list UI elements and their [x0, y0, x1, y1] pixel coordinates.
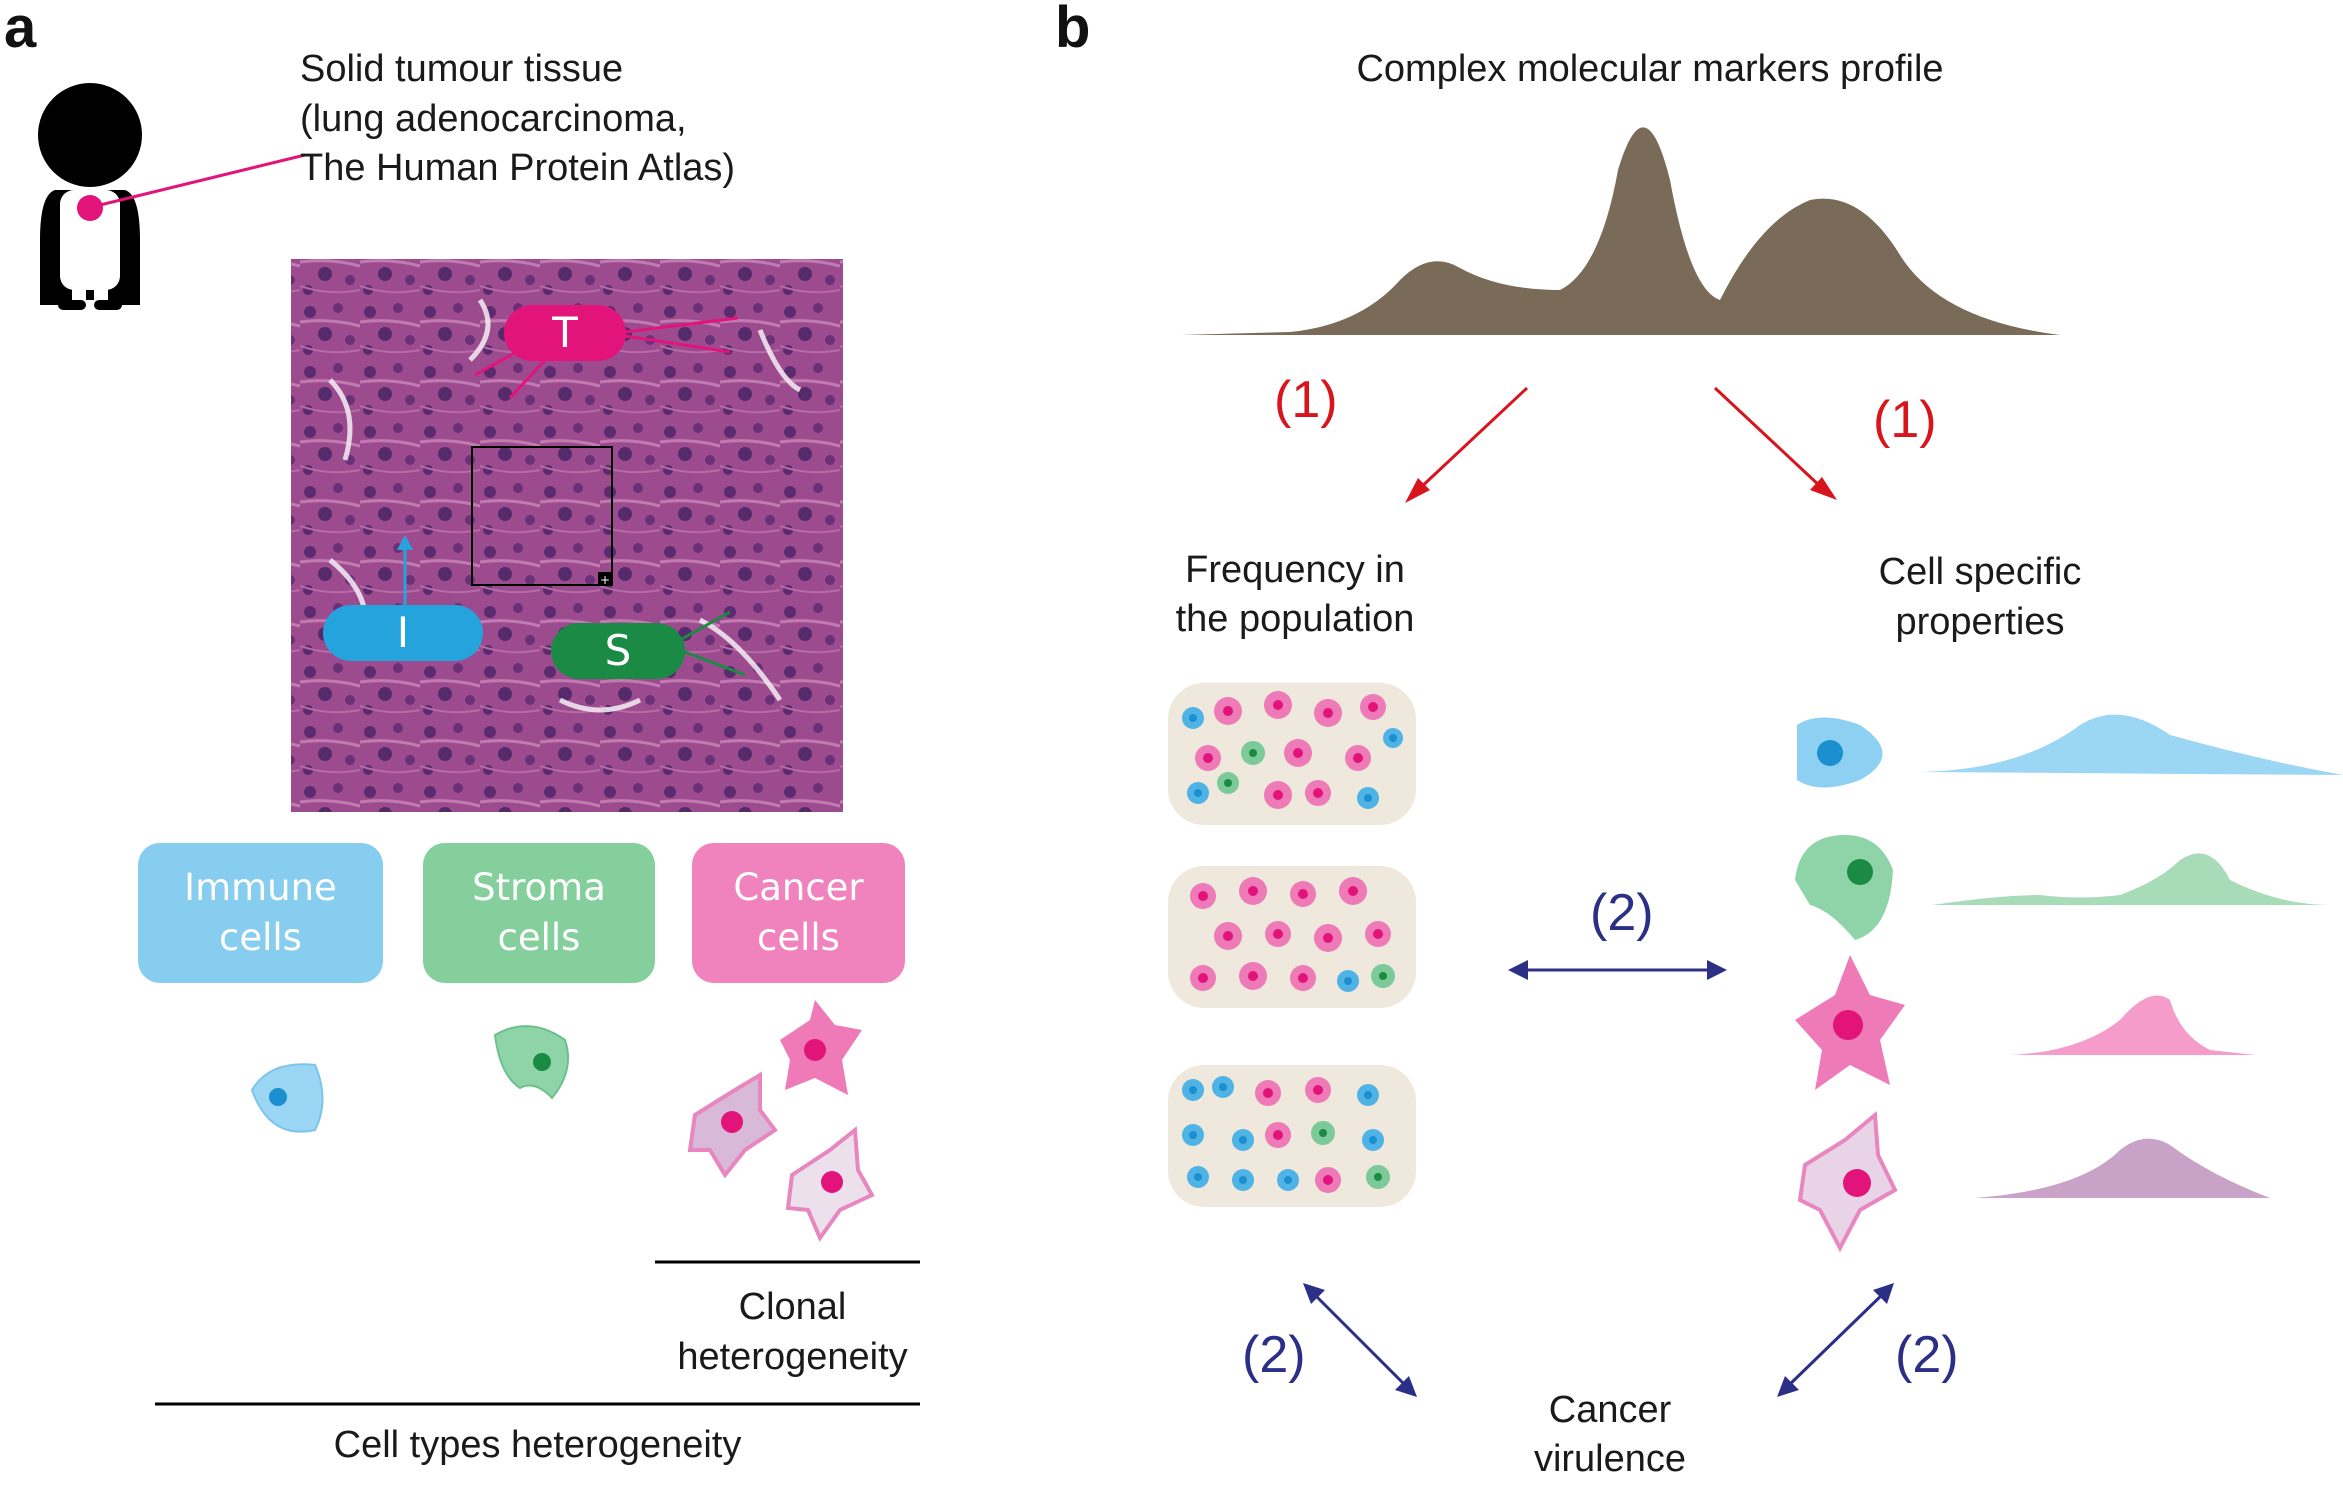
- cancer-profile-row: [1795, 955, 2255, 1090]
- frequency-label-line1: Frequency in: [1185, 549, 1405, 591]
- red-arrow-left: [1416, 386, 1529, 492]
- population-cells-2: [1190, 877, 1395, 992]
- immune-cells-box: Immune cells: [138, 843, 383, 983]
- stroma-profile-row: [1795, 835, 2330, 940]
- profile-title: Complex molecular markers profile: [1356, 48, 1944, 90]
- tissue-title-line3: The Human Protein Atlas): [300, 147, 736, 189]
- population-cells-1: [1182, 691, 1403, 809]
- profile-curve: [1180, 127, 2060, 335]
- clonal-label-line1: Clonal: [738, 1286, 847, 1328]
- cancer-cells-line2: cells: [757, 916, 840, 959]
- clonal-profile-row: [1797, 1110, 2270, 1253]
- population-box-2: [1168, 866, 1416, 1008]
- step2-right-label: (2): [1895, 1326, 1959, 1384]
- navy-arrow-right: [1784, 1290, 1887, 1390]
- tissue-title-line2: (lung adenocarcinoma,: [300, 98, 687, 140]
- step1-left-label: (1): [1274, 371, 1338, 429]
- virulence-label-line2: virulence: [1533, 1438, 1687, 1480]
- stroma-arrow-1: [679, 610, 731, 642]
- cancer-cell-icon: [780, 1000, 862, 1095]
- stroma-cells-line2: cells: [497, 916, 581, 959]
- red-arrow-right: [1713, 386, 1824, 490]
- cancer-cells-line1: Cancer: [733, 866, 864, 909]
- clonal-cell-icon: [687, 1071, 875, 1243]
- clonal-label-line2: heterogeneity: [677, 1336, 908, 1378]
- tissue-zoom-box: [471, 446, 613, 586]
- stroma-cells-line1: Stroma: [472, 866, 606, 909]
- virulence-label-line1: Cancer: [1548, 1389, 1672, 1431]
- tumour-pointer-line: [99, 153, 306, 207]
- step2-left-label: (2): [1242, 1326, 1306, 1384]
- cell-properties-line1: Cell specific: [1878, 551, 2082, 593]
- tumour-tag: T: [504, 305, 626, 361]
- cell-properties-line2: properties: [1895, 601, 2065, 643]
- immune-cells-line2: cells: [219, 916, 302, 959]
- celltypes-label: Cell types heterogeneity: [333, 1424, 742, 1466]
- frequency-label-line2: the population: [1175, 598, 1415, 640]
- tissue-title-line1: Solid tumour tissue: [300, 48, 624, 90]
- population-box-1: [1168, 683, 1416, 825]
- stroma-tag: S: [551, 623, 685, 679]
- tumour-dot-icon: [77, 195, 103, 221]
- immune-cell-icon: [250, 1063, 324, 1133]
- immune-tag: I: [323, 605, 483, 661]
- immune-profile-row: [1797, 714, 2343, 788]
- navy-arrow-left: [1310, 1290, 1410, 1390]
- svg-text:+: +: [600, 573, 610, 587]
- population-box-3: [1168, 1065, 1416, 1207]
- stroma-cells-box: Stroma cells: [423, 843, 655, 983]
- stroma-arrow-2: [679, 648, 746, 677]
- immune-cells-line1: Immune: [184, 866, 337, 909]
- tumour-arrows: [474, 316, 739, 400]
- step1-right-label: (1): [1873, 391, 1937, 449]
- cancer-cells-box: Cancer cells: [692, 843, 905, 983]
- panel-label-b: b: [1055, 0, 1091, 60]
- population-cells-3: [1182, 1076, 1390, 1193]
- stroma-cell-icon: [493, 1025, 569, 1100]
- panel-label-a: a: [4, 0, 37, 60]
- person-icon: [38, 83, 142, 310]
- step2-middle-label: (2): [1590, 884, 1654, 942]
